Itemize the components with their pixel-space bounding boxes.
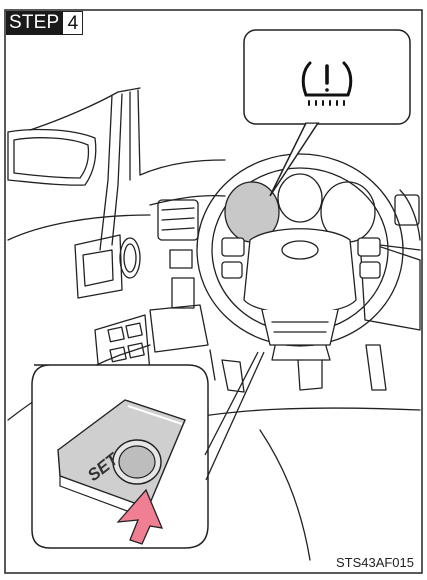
step-number: 4 [63,11,83,35]
figure-code: STS43AF015 [336,555,414,570]
step-badge: STEP 4 [6,11,83,35]
step-label: STEP [6,11,63,35]
